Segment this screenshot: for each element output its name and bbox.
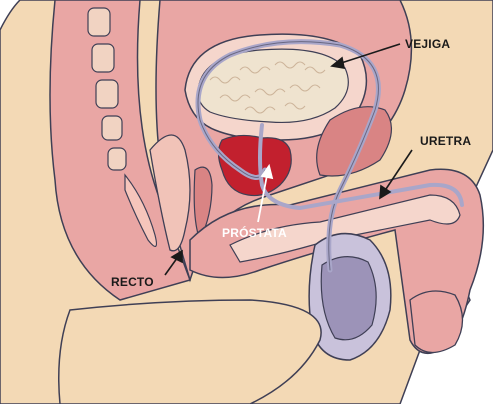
glans	[410, 291, 463, 353]
label-bladder: VEJIGA	[405, 37, 450, 51]
label-prostate: PRÓSTATA	[222, 226, 287, 240]
label-rectum: RECTO	[111, 275, 154, 289]
label-urethra: URETRA	[420, 134, 471, 148]
